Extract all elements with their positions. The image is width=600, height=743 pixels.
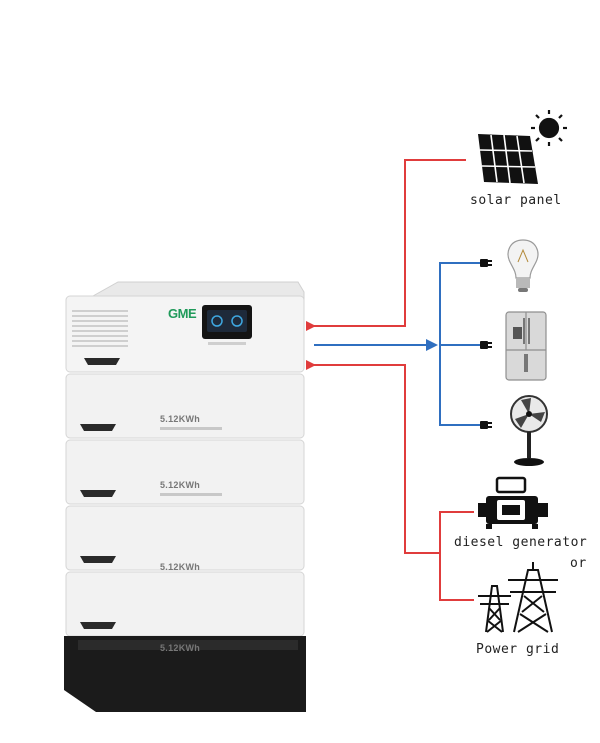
power-grid-label: Power grid [476,642,560,657]
generator-flow-line [439,511,474,601]
generator-icon [478,476,548,529]
discharge-flows [314,262,480,426]
battery-module-1 [65,373,305,439]
module-capacity-label-3: 5.12KWh [160,562,201,572]
vent-grille [72,310,128,347]
solar-flow-line [306,159,466,331]
cabinet-base [64,636,306,712]
or-label: or [570,556,587,571]
solar-panel-icon [478,134,538,184]
module-capacity-label-1: 5.12KWh [160,414,201,424]
module-capacity-label-2: 5.12KWh [160,480,201,490]
diesel-generator-label: diesel generator [454,535,588,550]
grid-flow-line [306,360,440,554]
fan-icon [510,395,548,466]
brand-logo: GME [168,306,197,321]
refrigerator-icon [505,311,547,381]
module-capacity-label-4: 5.12KWh [160,643,201,653]
plug-icon [480,259,492,429]
battery-cabinet [64,281,306,712]
battery-module-2 [65,439,305,505]
charge-flows [306,159,474,601]
solar-panel-label: solar panel [470,193,562,208]
power-tower-icon [478,562,558,633]
light-bulb-icon [507,239,539,292]
sun-icon [531,110,567,146]
